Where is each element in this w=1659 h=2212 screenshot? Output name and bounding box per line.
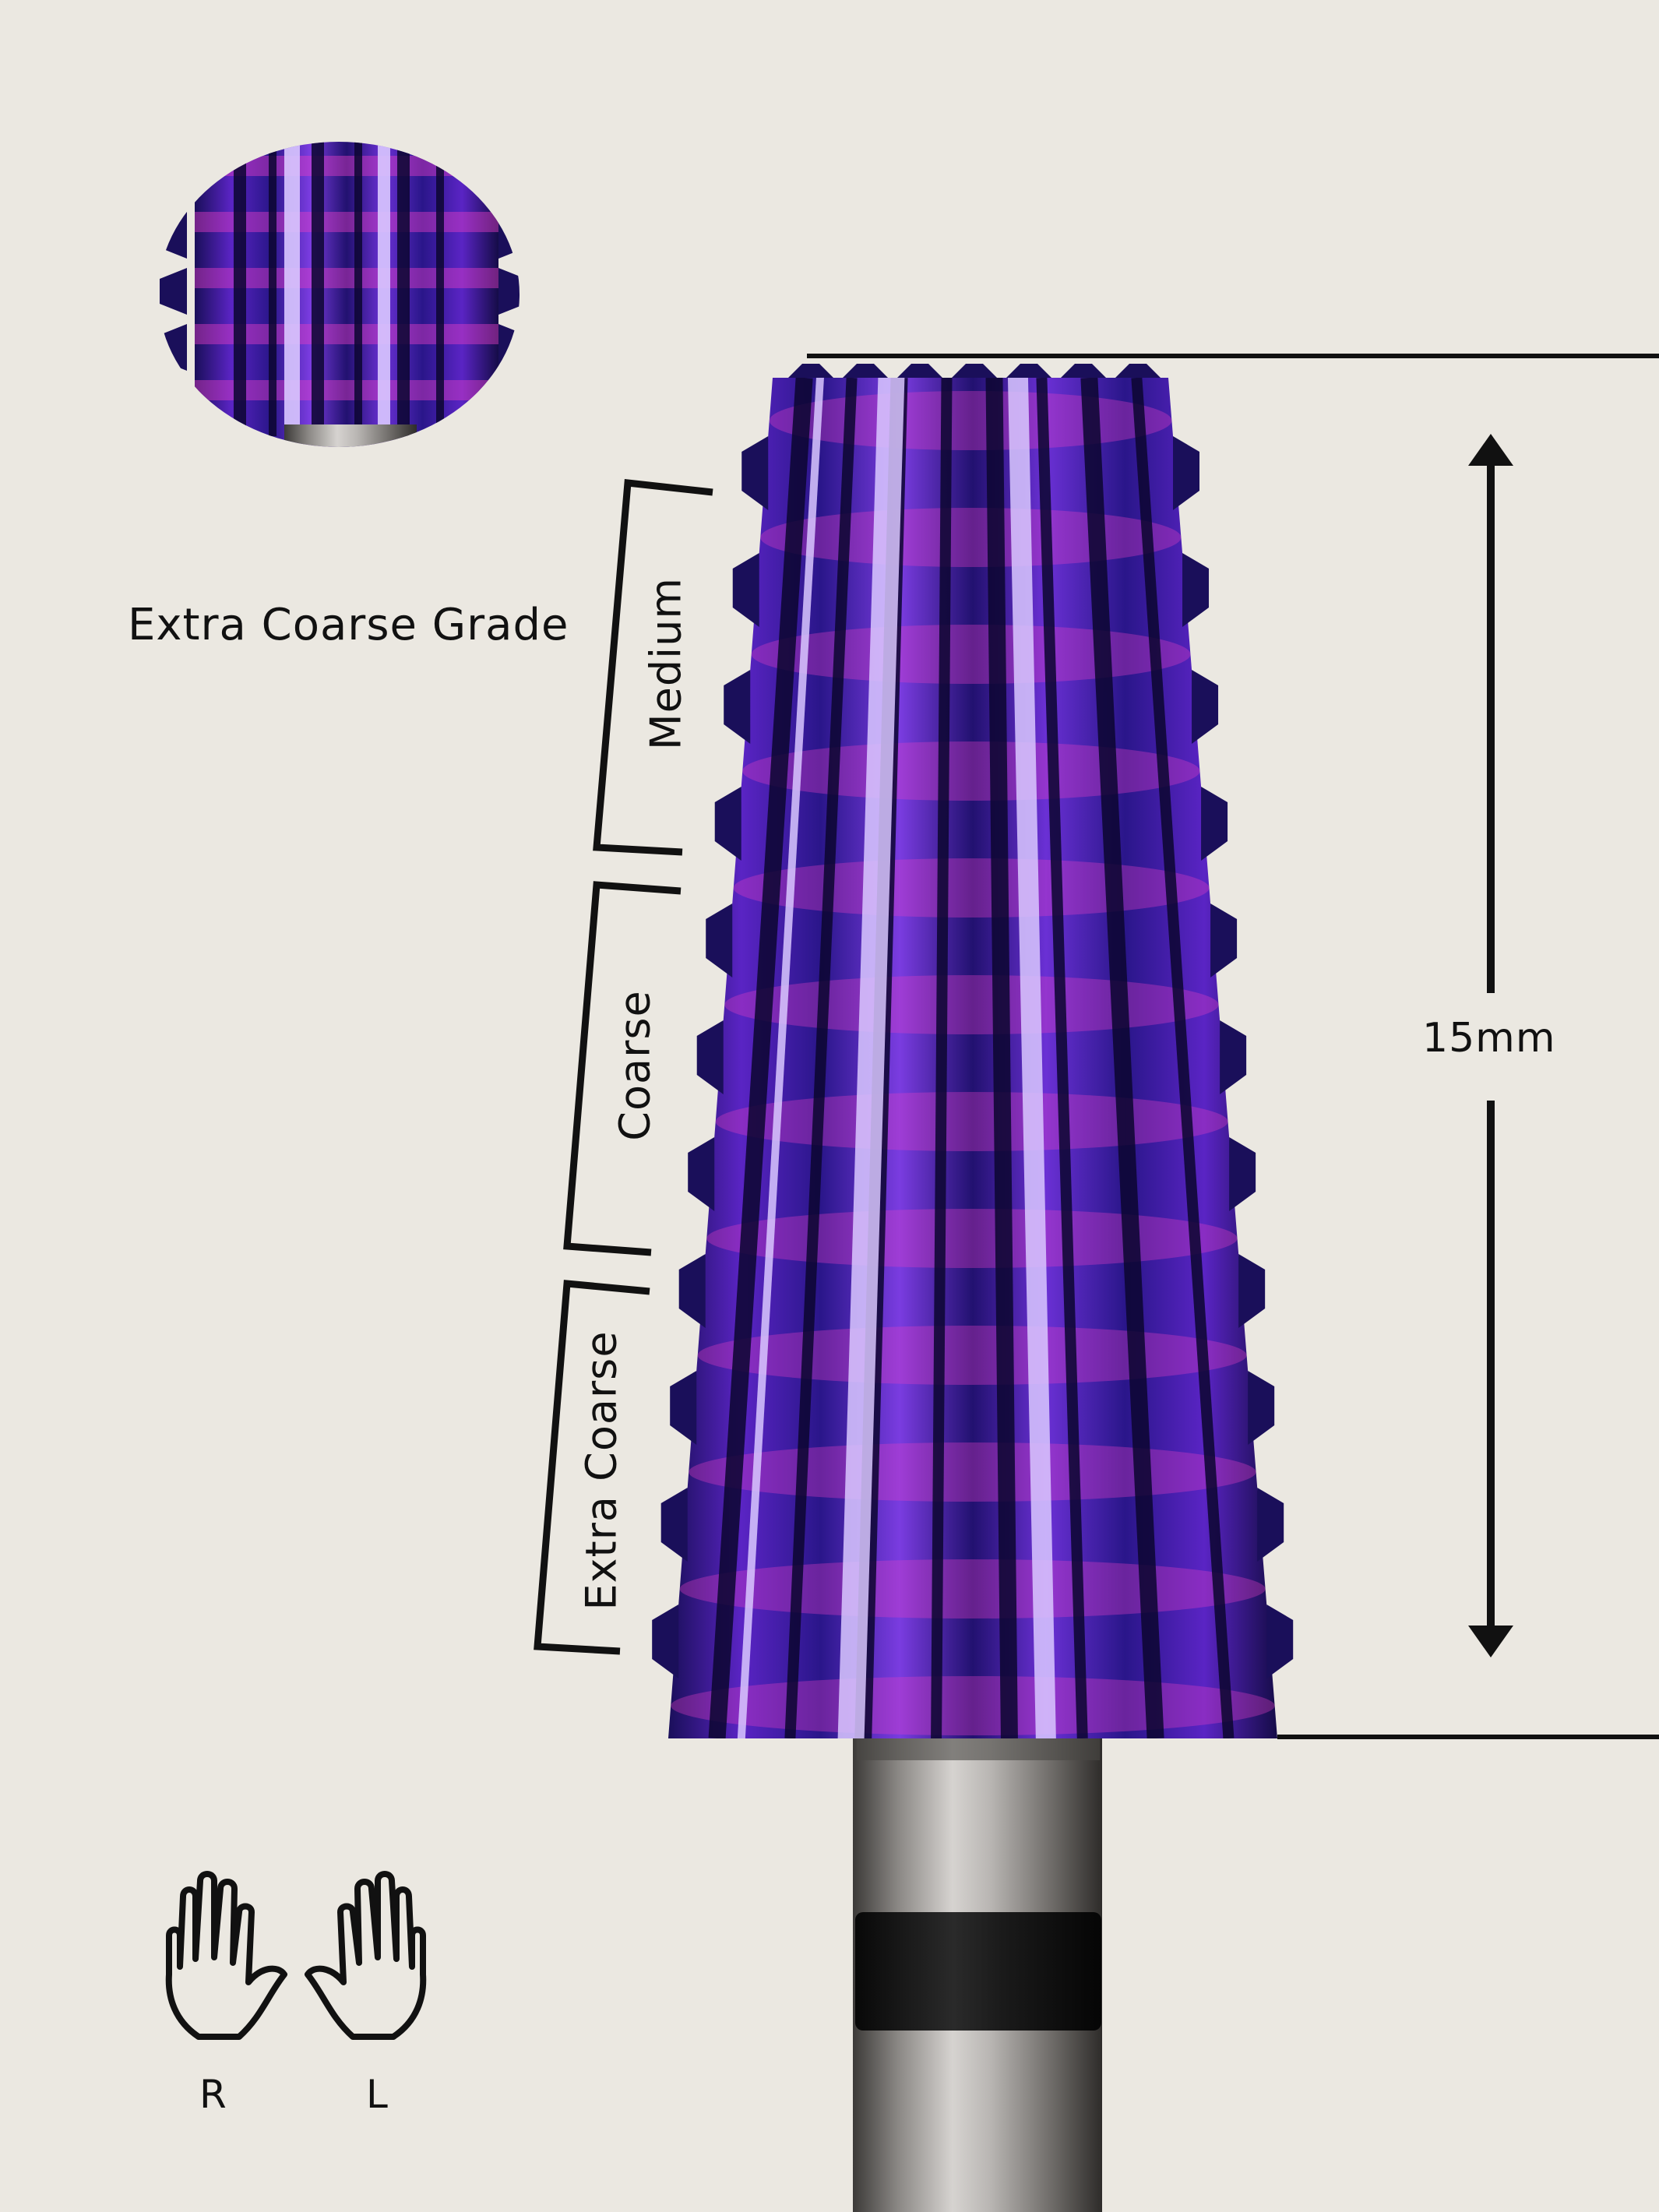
zone-label-extra-coarse: Extra Coarse [576, 1330, 626, 1611]
arrow-up-icon [1468, 434, 1513, 466]
left-hand-label: L [366, 2072, 389, 2117]
bit-teeth-left [652, 436, 769, 1678]
bit-shank [853, 1738, 1102, 2212]
right-hand-label: R [199, 2072, 227, 2117]
dimension-label: 15mm [1422, 1015, 1556, 1062]
grit-zone-brackets [534, 479, 713, 1655]
left-hand-icon [305, 1871, 427, 2040]
zone-label-coarse: Coarse [610, 990, 660, 1141]
zone-label-medium: Medium [641, 577, 691, 750]
arrow-down-icon [1468, 1626, 1513, 1657]
bracket-extra-coarse [534, 1280, 650, 1655]
dimension-indicator [807, 354, 1659, 1739]
detail-caption: Extra Coarse Grade [128, 600, 569, 650]
bracket-coarse [563, 881, 682, 1256]
bit-teeth-top [788, 364, 1161, 378]
nail-drill-bit [652, 364, 1294, 1738]
bit-teeth-right [1173, 436, 1294, 1678]
bit-highlights [737, 378, 1056, 1738]
extra-coarse-detail-inset [158, 142, 520, 447]
bracket-medium [593, 479, 713, 856]
bit-glow-bands [671, 391, 1275, 1735]
right-hand-icon [165, 1871, 287, 2040]
